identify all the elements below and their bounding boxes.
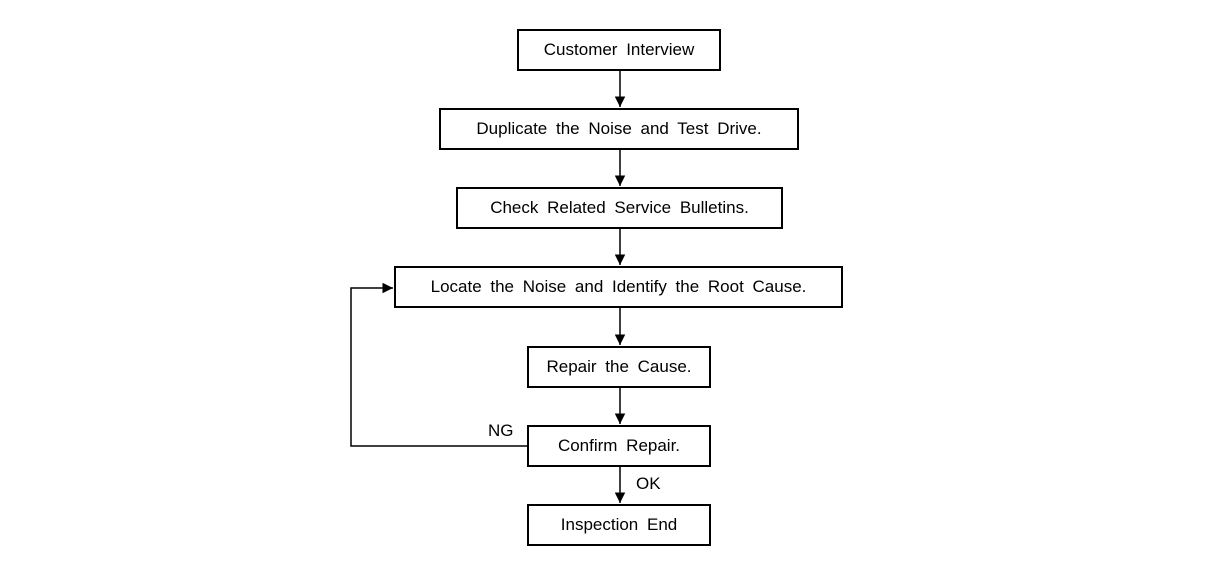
step-label: Customer Interview [543, 40, 695, 59]
step-repair-cause: Repair the Cause. [527, 346, 711, 388]
step-label: Inspection End [560, 515, 678, 534]
step-inspection-end: Inspection End [527, 504, 711, 546]
step-label: Repair the Cause. [546, 357, 692, 376]
step-check-bulletins: Check Related Service Bulletins. [456, 187, 783, 229]
step-label: Check Related Service Bulletins. [490, 198, 749, 217]
branch-label-ok: OK [636, 474, 661, 493]
step-label: Confirm Repair. [557, 436, 681, 455]
branch-label-ng: NG [488, 421, 514, 440]
step-confirm-repair: Confirm Repair. [527, 425, 711, 467]
step-customer-interview: Customer Interview [517, 29, 721, 71]
step-duplicate-noise: Duplicate the Noise and Test Drive. [439, 108, 799, 150]
step-label: Duplicate the Noise and Test Drive. [476, 119, 762, 138]
step-label: Locate the Noise and Identify the Root C… [430, 277, 807, 296]
step-locate-noise: Locate the Noise and Identify the Root C… [394, 266, 843, 308]
